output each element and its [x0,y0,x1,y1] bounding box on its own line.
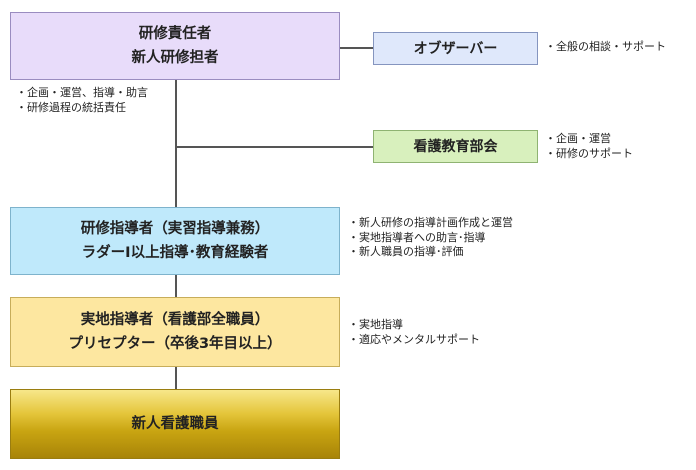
note-instructor-item-2: ・実地指導者への助言･指導 [348,230,486,244]
box-training-instructor-line1: 研修指導者（実習指導兼務） [80,221,270,237]
box-training-chief-line1: 研修責任者 [138,26,212,42]
box-training-chief: 研修責任者 新人研修担者 [10,12,340,80]
connector-chief-observer [340,47,373,49]
note-instructor-item-1: ・新人研修の指導計画作成と運営 [348,216,513,229]
connector-main-council [175,146,373,148]
note-chief-item-2: ・研修過程の統括責任 [16,100,126,114]
note-onsite-item-2: ・適応やメンタルサポート [348,332,480,346]
note-observer: ・全般の相談・サポート [545,40,666,55]
note-chief-item-1: ・企画・運営、指導・助言 [16,86,148,99]
connector-instructor-onsite [175,275,177,297]
note-instructor: ・新人研修の指導計画作成と運営 ・実地指導者への助言･指導 ・新人職員の指導･評… [348,216,513,260]
box-training-instructor-line2: ラダーⅠ以上指導･教育経験者 [81,245,269,261]
box-onsite-instructor: 実地指導者（看護部全職員） プリセプター（卒後3年目以上） [10,297,340,367]
note-council-item-2: ・研修のサポート [545,146,633,160]
box-onsite-instructor-line1: 実地指導者（看護部全職員） [80,312,270,328]
note-chief: ・企画・運営、指導・助言 ・研修過程の統括責任 [16,86,148,115]
note-instructor-item-3: ・新人職員の指導･評価 [348,245,464,258]
box-observer-label: オブザーバー [413,40,498,57]
connector-onsite-newstaff [175,367,177,389]
box-nursing-education-council-label: 看護教育部会 [413,138,498,155]
box-training-instructor: 研修指導者（実習指導兼務） ラダーⅠ以上指導･教育経験者 [10,207,340,275]
box-nursing-education-council: 看護教育部会 [373,130,538,163]
box-observer: オブザーバー [373,32,538,65]
note-onsite-item-1: ・実地指導 [348,318,403,331]
box-training-chief-line2: 新人研修担者 [131,50,219,66]
box-onsite-instructor-line2: プリセプター（卒後3年目以上） [68,336,282,352]
box-new-nursing-staff: 新人看護職員 [10,389,340,459]
note-observer-item-1: ・全般の相談・サポート [545,40,666,53]
note-onsite: ・実地指導 ・適応やメンタルサポート [348,318,480,347]
connector-main-vertical [175,80,177,207]
note-council-item-1: ・企画・運営 [545,132,611,145]
note-council: ・企画・運営 ・研修のサポート [545,132,633,161]
box-new-nursing-staff-label: 新人看護職員 [131,416,219,432]
